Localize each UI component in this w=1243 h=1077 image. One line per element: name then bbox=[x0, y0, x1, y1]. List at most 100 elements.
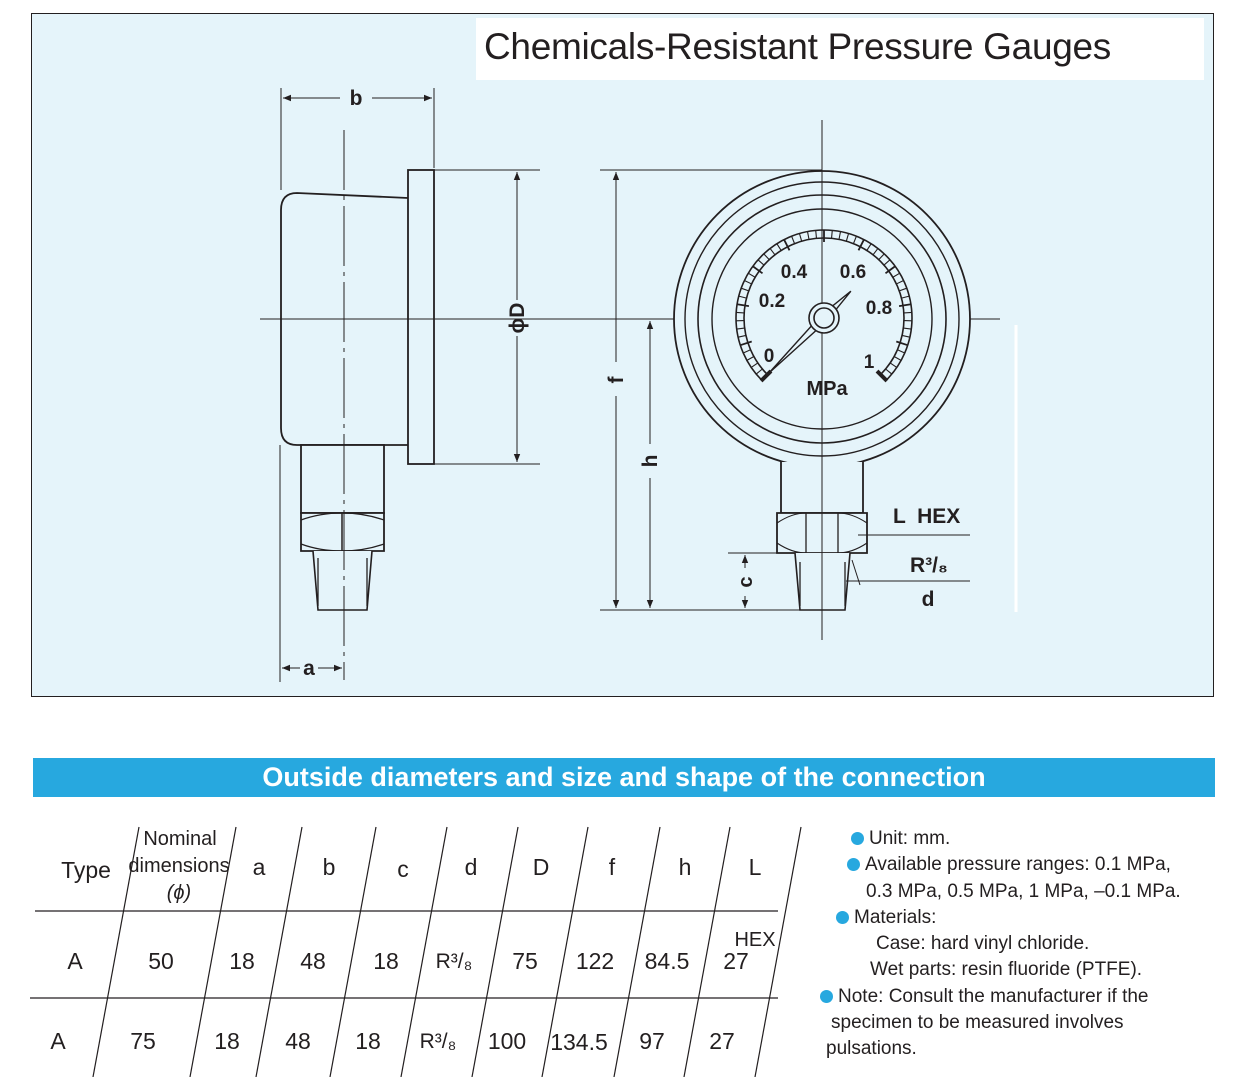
dial-tick bbox=[872, 248, 879, 256]
note-ranges: Available pressure ranges: 0.1 MPa, bbox=[818, 852, 1238, 878]
gauge-diagram: b a ϕD f h c L HEX R³/₈ d MPa 0 0.2 0.4 … bbox=[260, 87, 1018, 682]
row1-c: 18 bbox=[373, 948, 399, 974]
dial-tick bbox=[845, 233, 850, 242]
dial-label-0.4: 0.4 bbox=[781, 262, 808, 283]
dial-tick bbox=[901, 295, 910, 299]
dial-tick bbox=[763, 253, 770, 261]
dial-tick bbox=[893, 356, 902, 361]
dial-scale bbox=[735, 229, 913, 383]
dial-tick bbox=[857, 239, 865, 251]
row1-type: A bbox=[67, 948, 83, 974]
dial-tick bbox=[746, 356, 755, 361]
section-title: Outside diameters and size and shape of … bbox=[262, 762, 986, 792]
dial-tick bbox=[783, 239, 791, 251]
row2-type: A bbox=[50, 1028, 66, 1054]
header-b: b bbox=[322, 854, 336, 880]
note-ranges-cont: 0.3 MPa, 0.5 MPa, 1 MPa, –0.1 MPa. bbox=[866, 880, 1181, 902]
notes-panel: Unit: mm. Available pressure ranges: 0.1… bbox=[818, 826, 1238, 1063]
thread-label: R³/₈ bbox=[910, 554, 948, 577]
row2-a: 18 bbox=[214, 1028, 240, 1054]
dial-tick bbox=[830, 230, 833, 239]
dial-tick bbox=[838, 231, 842, 240]
dial-tick bbox=[757, 259, 765, 266]
dial-tick bbox=[903, 327, 912, 330]
header-nominal-line1: Nominal bbox=[143, 828, 217, 850]
row1-L-note: HEX bbox=[734, 929, 776, 951]
note-wet-parts: Wet parts: resin fluoride (PTFE). bbox=[870, 959, 1143, 981]
dial-tick bbox=[736, 303, 750, 307]
dial-tick bbox=[898, 303, 912, 307]
dim-label-f: f bbox=[605, 376, 628, 384]
header-type: Type bbox=[61, 857, 111, 883]
header-D: D bbox=[532, 854, 550, 880]
bullet-icon bbox=[851, 832, 864, 845]
header-nominal-line2: dimensions bbox=[128, 855, 230, 877]
dial-label-0.8: 0.8 bbox=[866, 298, 892, 319]
dial-tick bbox=[744, 280, 752, 285]
row2-f: 134.5 bbox=[550, 1029, 608, 1055]
header-f: f bbox=[608, 854, 616, 880]
row2-b: 48 bbox=[285, 1028, 311, 1054]
row2-d: R³/₈ bbox=[419, 1030, 457, 1053]
row2-D: 100 bbox=[487, 1028, 527, 1054]
dial-tick bbox=[738, 295, 747, 299]
dial-tick bbox=[896, 340, 908, 347]
note-case: Case: hard vinyl chloride. bbox=[876, 933, 1090, 955]
dial-tick bbox=[798, 233, 803, 242]
dial-tick bbox=[901, 334, 911, 338]
header-L: L bbox=[748, 854, 762, 880]
dial-label-0: 0 bbox=[764, 346, 775, 367]
header-d: d bbox=[464, 854, 478, 880]
note-unit: Unit: mm. bbox=[818, 826, 1238, 852]
dial-tick bbox=[737, 334, 747, 338]
dim-label-c: c bbox=[735, 576, 757, 587]
dial-tick bbox=[878, 253, 885, 261]
note-consult: Note: Consult the manufacturer if the bbox=[818, 984, 1238, 1010]
dial-tick bbox=[892, 272, 901, 278]
dial-tick bbox=[743, 349, 751, 354]
row1-a: 18 bbox=[229, 948, 255, 974]
dial-tick bbox=[791, 235, 796, 244]
row1-b: 48 bbox=[300, 948, 326, 974]
hex-label: L HEX bbox=[893, 505, 960, 528]
page-title: Chemicals-Resistant Pressure Gauges bbox=[484, 26, 1111, 67]
section-header-bar: Outside diameters and size and shape of … bbox=[33, 758, 1215, 797]
dial-tick bbox=[736, 311, 745, 314]
dial-tick bbox=[752, 265, 764, 275]
dial-tick bbox=[884, 265, 896, 275]
row1-nominal: 50 bbox=[148, 948, 174, 974]
bullet-icon bbox=[847, 858, 860, 872]
row2-h: 97 bbox=[639, 1028, 665, 1054]
row1-f: 122 bbox=[575, 948, 615, 974]
dial-tick bbox=[896, 280, 904, 285]
dim-label-d: d bbox=[922, 588, 935, 611]
dial-tick bbox=[889, 362, 898, 368]
dim-label-b: b bbox=[350, 87, 363, 110]
side-view bbox=[260, 88, 1000, 682]
row1-d: R³/₈ bbox=[435, 950, 473, 973]
bullet-icon bbox=[836, 910, 849, 924]
dial-tick bbox=[885, 368, 893, 375]
dial-tick bbox=[755, 368, 763, 375]
bullet-icon bbox=[820, 989, 833, 1003]
row1-L: 27 bbox=[723, 948, 749, 974]
title-box bbox=[476, 18, 1204, 80]
header-a: a bbox=[252, 854, 266, 880]
row2-L: 27 bbox=[709, 1028, 735, 1054]
dial-label-1: 1 bbox=[864, 352, 875, 373]
dial-label-0.6: 0.6 bbox=[840, 262, 866, 283]
dial-tick bbox=[903, 311, 912, 314]
row1-D: 75 bbox=[512, 948, 538, 974]
dial-tick bbox=[750, 362, 759, 368]
dial-unit: MPa bbox=[806, 378, 848, 400]
dial-label-0.2: 0.2 bbox=[759, 291, 785, 312]
header-c: c bbox=[397, 856, 409, 882]
note-consult-cont2: pulsations. bbox=[826, 1038, 917, 1060]
dial-tick bbox=[899, 287, 907, 292]
note-materials: Materials: bbox=[818, 905, 1238, 931]
dial-tick bbox=[736, 327, 745, 330]
dial-tick bbox=[769, 248, 776, 256]
note-consult-cont1: specimen to be measured involves bbox=[831, 1012, 1124, 1034]
dial-tick bbox=[806, 231, 810, 240]
